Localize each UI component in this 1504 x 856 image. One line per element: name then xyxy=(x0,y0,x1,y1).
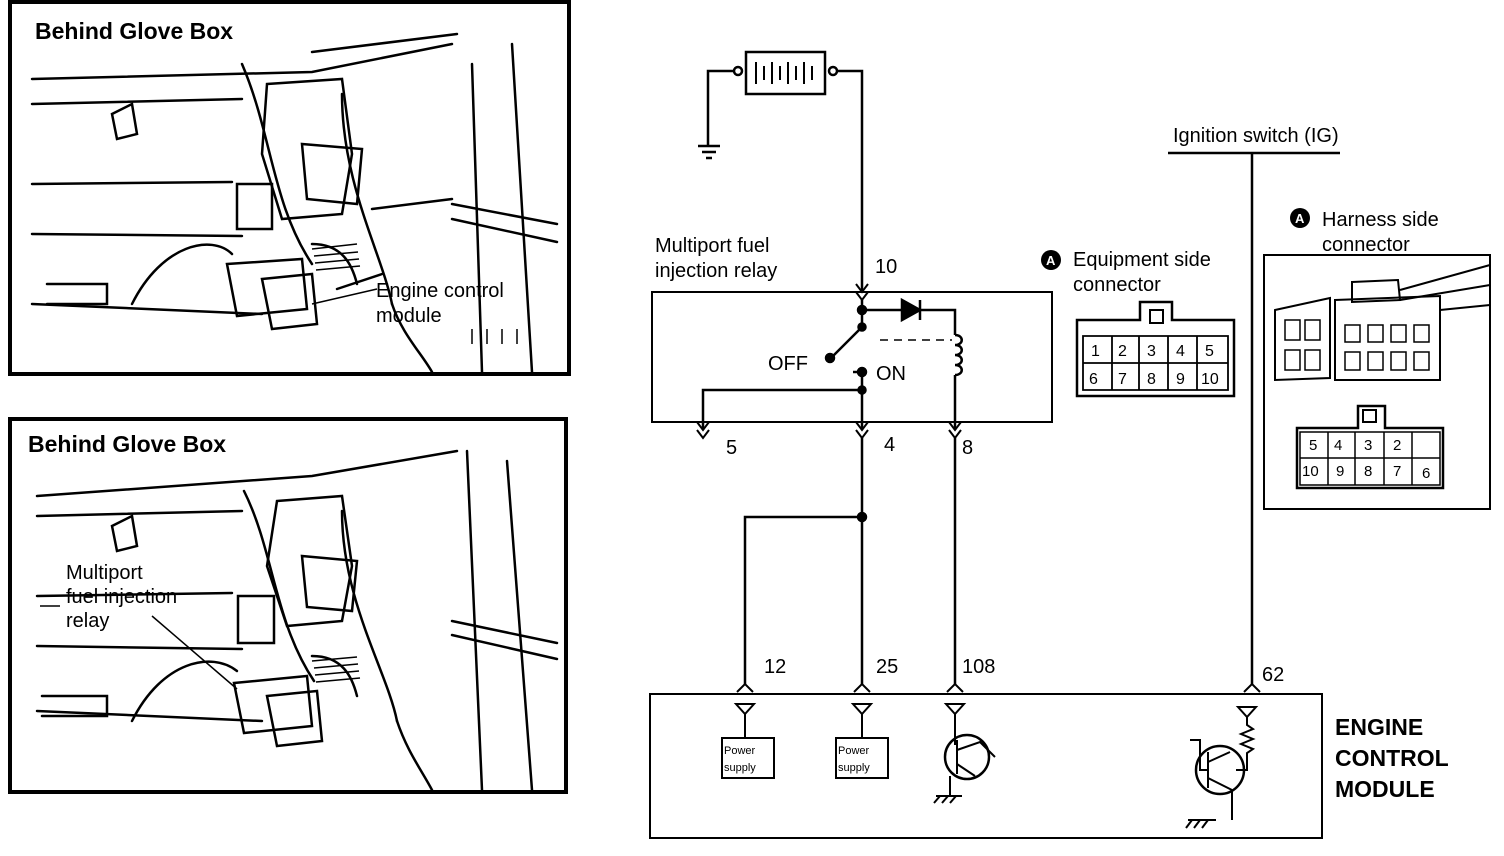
equipment-label-line2: connector xyxy=(1073,274,1161,296)
harness-pin: 5 xyxy=(1309,437,1317,454)
equipment-pin: 1 xyxy=(1091,343,1100,360)
ecm-box xyxy=(649,693,1323,839)
power-supply-text: Power xyxy=(724,745,756,757)
callout-label-line1: Engine control xyxy=(376,280,504,302)
callout-label-line3: relay xyxy=(66,610,110,632)
equipment-label-line1: Equipment side xyxy=(1073,249,1211,271)
switch-on-label: ON xyxy=(876,363,906,385)
switch-off-label: OFF xyxy=(768,353,808,375)
relay-pin-5: 5 xyxy=(726,437,737,459)
equipment-connector xyxy=(1075,300,1236,398)
equipment-pin: 10 xyxy=(1201,371,1219,388)
harness-pin: 8 xyxy=(1364,463,1372,480)
connector-marker-icon xyxy=(1041,250,1061,270)
callout-label-line2: module xyxy=(376,305,442,327)
photo-panel-engine-control-module: Behind Glove Box Engine control module xyxy=(8,0,571,376)
ecm-pin-12: 12 xyxy=(764,656,786,678)
dashboard-illustration xyxy=(30,32,559,372)
panel-title: Behind Glove Box xyxy=(28,431,227,457)
power-supply-box xyxy=(721,737,775,779)
ground-icon xyxy=(698,144,720,160)
harness-connector xyxy=(1295,404,1445,490)
ecm-pin-25: 25 xyxy=(876,656,898,678)
ecm-label-line2: CONTROL xyxy=(1335,745,1449,771)
harness-connector-area xyxy=(1263,254,1491,510)
equipment-pin: 2 xyxy=(1118,343,1127,360)
harness-pin: 3 xyxy=(1364,437,1372,454)
equipment-pin: 5 xyxy=(1205,343,1214,360)
equipment-pin: 8 xyxy=(1147,371,1156,388)
relay-pin-4: 4 xyxy=(884,434,895,456)
equipment-pin: 6 xyxy=(1089,371,1098,388)
transistor-symbol xyxy=(943,733,991,781)
panel-title: Behind Glove Box xyxy=(35,18,234,44)
relay-label-line1: Multiport fuel xyxy=(655,235,770,257)
harness-pin: 7 xyxy=(1393,463,1401,480)
harness-label-line2: connector xyxy=(1322,234,1410,256)
power-supply-text: supply xyxy=(838,762,870,774)
harness-pin: 9 xyxy=(1336,463,1344,480)
equipment-marker-letter: A xyxy=(1046,253,1056,268)
power-supply-text: supply xyxy=(724,762,756,774)
harness-label-line1: Harness side xyxy=(1322,209,1439,231)
battery-symbol xyxy=(744,50,827,96)
equipment-pin: 3 xyxy=(1147,343,1156,360)
relay-pin-8: 8 xyxy=(962,437,973,459)
ecm-label-line1: ENGINE xyxy=(1335,714,1423,740)
ecm-pin-62: 62 xyxy=(1262,664,1284,686)
relay-box xyxy=(651,291,1053,423)
ignition-switch-label: Ignition switch (IG) xyxy=(1173,125,1339,147)
harness-pin: 4 xyxy=(1334,437,1342,454)
power-supply-text: Power xyxy=(838,745,870,757)
harness-pin: 6 xyxy=(1422,465,1430,482)
power-supply-box xyxy=(835,737,889,779)
harness-pin: 10 xyxy=(1302,463,1319,480)
dashboard-illustration xyxy=(35,449,559,790)
relay-pin-10: 10 xyxy=(875,256,897,278)
harness-marker-letter: A xyxy=(1295,211,1305,226)
equipment-pin: 9 xyxy=(1176,371,1185,388)
ecm-label-line3: MODULE xyxy=(1335,776,1435,802)
harness-pin: 2 xyxy=(1393,437,1401,454)
ecm-pin-108: 108 xyxy=(962,656,995,678)
photo-panel-fuel-injection-relay: Behind Glove Box Multiport fuel injectio… xyxy=(8,417,568,794)
equipment-pin: 7 xyxy=(1118,371,1127,388)
callout-label-line1: Multiport xyxy=(66,562,143,584)
equipment-pin: 4 xyxy=(1176,343,1185,360)
relay-label-line2: injection relay xyxy=(655,260,777,282)
callout-label-line2: fuel injection xyxy=(66,586,178,608)
connector-marker-icon xyxy=(1290,208,1310,228)
